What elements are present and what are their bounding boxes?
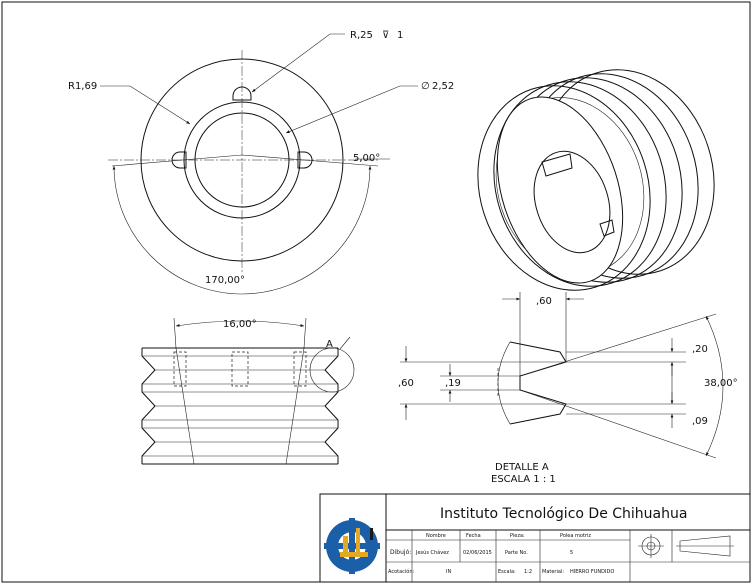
col-nombre: Nombre bbox=[426, 533, 446, 539]
front-view bbox=[100, 33, 418, 295]
parte-label: Parte No. bbox=[505, 550, 528, 556]
institution-name: Instituto Tecnológico De Chihuahua bbox=[440, 506, 687, 522]
projection-cone bbox=[679, 535, 731, 557]
dim-key-angle: 5,00° bbox=[353, 153, 380, 164]
dim-keyway-depth: 1 bbox=[397, 30, 403, 41]
escala-label: Escala: bbox=[498, 569, 516, 575]
dibujo-fecha: 02/06/2015 bbox=[463, 550, 492, 556]
acotacion-value: IN bbox=[446, 569, 451, 575]
col-pieza: Pieza: bbox=[510, 533, 525, 539]
dibujo-nombre: Jesús Chávez bbox=[415, 549, 449, 556]
dim-bore-radius: R1,69 bbox=[68, 81, 97, 92]
angle-ref-right bbox=[241, 154, 379, 167]
dim-detail-inner: ,19 bbox=[445, 378, 461, 389]
dim-key-arc-angle: 170,00° bbox=[205, 275, 245, 286]
detail-callout-label: A bbox=[326, 339, 333, 350]
pieza-value: Polea motriz bbox=[560, 533, 591, 539]
iso-key bbox=[541, 153, 573, 177]
institute-logo bbox=[324, 518, 380, 574]
dim-detail-top: ,60 bbox=[536, 296, 552, 307]
dim-groove-angle: 38,00° bbox=[704, 378, 738, 389]
leader-bore-diameter bbox=[285, 85, 418, 134]
dim-detail-right-top: ,20 bbox=[692, 344, 708, 355]
dim-side-taper-angle: 16,00° bbox=[223, 319, 257, 330]
dim-taper-arc bbox=[175, 320, 305, 327]
groove-profile-right bbox=[324, 348, 339, 464]
detail-break-arc bbox=[497, 341, 511, 425]
dim-groove-angle-arc bbox=[705, 315, 724, 457]
parte-value: 5 bbox=[570, 550, 573, 556]
dim-bore-diameter: 2,52 bbox=[432, 81, 454, 92]
diameter-symbol-icon: ∅ bbox=[421, 81, 430, 92]
title-block bbox=[319, 493, 751, 583]
groove-profile-left bbox=[141, 348, 156, 464]
material-label: Material: bbox=[542, 569, 564, 575]
bore-taper-right bbox=[285, 347, 305, 465]
keyway-top bbox=[232, 86, 252, 101]
detail-title: DETALLE A bbox=[495, 462, 549, 473]
detail-circle bbox=[309, 347, 355, 393]
iso-bore bbox=[533, 150, 611, 254]
isometric-view bbox=[477, 69, 715, 291]
dim-detail-height: ,60 bbox=[398, 378, 414, 389]
dim-keyway-radius: R,25 bbox=[350, 30, 373, 41]
escala-value: 1:2 bbox=[524, 569, 532, 575]
depth-symbol-icon: ⊽ bbox=[382, 30, 389, 41]
leader-bore-radius bbox=[100, 85, 191, 125]
detail-a-view bbox=[400, 292, 724, 459]
iso-keyway bbox=[599, 219, 615, 237]
detail-groove-profile bbox=[509, 341, 567, 425]
dim-detail-right-bottom: ,09 bbox=[692, 416, 708, 427]
detail-scale: ESCALA 1 : 1 bbox=[491, 474, 556, 485]
angle-ref-left bbox=[111, 154, 243, 167]
row-acotacion: Acotación: bbox=[388, 568, 415, 575]
material-value: HIERRO FUNDIDO bbox=[570, 569, 614, 575]
row-dibujo: Dibujó: bbox=[390, 549, 411, 556]
arc-dimension-170 bbox=[112, 165, 372, 295]
side-view bbox=[141, 317, 355, 465]
bore-taper-left bbox=[175, 347, 195, 465]
leader-keyway-radius bbox=[251, 33, 345, 93]
col-fecha: Fecha bbox=[466, 533, 481, 539]
